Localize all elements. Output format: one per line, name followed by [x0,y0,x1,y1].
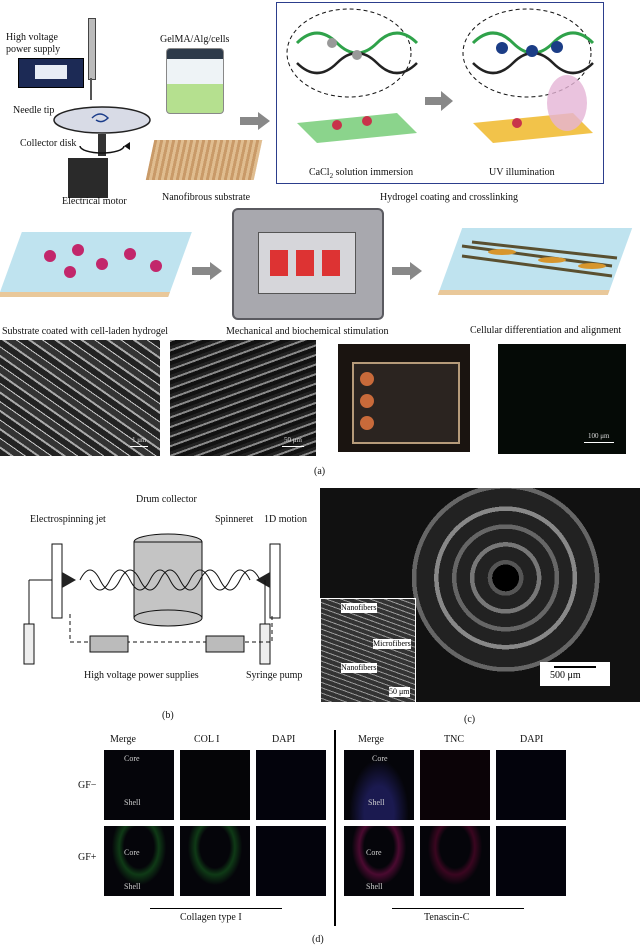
hv-supplies-label: High voltage power supplies [84,670,199,681]
row-label-gf-minus: GF− [78,780,97,791]
group-label-tenascin: Tenascin-C [424,912,470,923]
cacl2-label: CaCl2 solution immersion [309,167,414,180]
arrow-right-icon [192,262,222,280]
fluo-merge-col1-gfplus: Core Shell [104,826,174,896]
scale-label-1um: 1 μm [132,436,147,444]
collector-disk-diagram [53,106,151,198]
drum-label: Drum collector [136,494,197,505]
caption-d: (d) [312,934,324,945]
sem-nanofiber-image: 1 μm [0,340,160,456]
inset-scale-label: 50 μm [389,687,410,697]
scale-label-50um: 50 μm [284,436,302,444]
header-merge-left: Merge [110,734,136,745]
divider [334,730,336,926]
fluo-col1-gfplus [180,826,250,896]
header-tnc: TNC [444,734,464,745]
motor-label: Electrical motor [62,196,127,207]
header-dapi-left: DAPI [272,734,296,745]
hv-power-supply-box [18,58,84,88]
arrow-right-icon [240,112,270,130]
syringe-icon [88,18,96,80]
collector-disk-label: Collector disk [20,138,77,149]
differentiation-label: Cellular differentiation and alignment [470,325,622,336]
sem-hydrogel-image: 50 μm [170,340,316,456]
uv-label: UV illumination [489,167,555,178]
scale-box: 500 μm [540,662,610,686]
motion-label: 1D motion [264,514,308,525]
stimulation-label: Mechanical and biochemical stimulation [226,326,389,337]
header-col-i: COL I [194,734,220,745]
bioreactor-device [232,208,384,320]
fluo-dapi2-gfminus [496,750,566,820]
core-label: Core [124,848,140,857]
hydrogel-coating-box: CaCl2 solution immersion UV illumination [276,2,604,184]
core-label: Core [372,754,388,763]
jet-label: Electrospinning jet [30,514,106,525]
nanofibrous-substrate [145,140,263,180]
fluo-dapi2-gfplus [496,826,566,896]
fluo-merge-col1-gfminus: Core Shell [104,750,174,820]
shell-label: Shell [124,798,141,807]
fluo-dapi1-gfminus [256,750,326,820]
needle-tip-label: Needle tip [13,105,55,116]
electrospinning-setup-diagram [23,533,281,665]
caption-a: (a) [314,466,326,477]
fluo-tnc-gfminus [420,750,490,820]
caption-b: (b) [162,710,174,721]
shell-label: Shell [368,798,385,807]
header-dapi-right: DAPI [520,734,544,745]
gelma-label: GelMA/Alg/cells [160,34,230,45]
group-line-left [150,908,282,909]
fluo-tnc-gfplus [420,826,490,896]
inset-nanofibers-label-1: Nanofibers [341,603,377,613]
sem-spiral-image: Nanofibers Microfibers Nanofibers 50 μm … [320,488,640,702]
caption-c: (c) [464,714,476,725]
sem-inset: Nanofibers Microfibers Nanofibers 50 μm [320,598,416,702]
shell-label: Shell [124,882,141,891]
scale-label-100um: 100 μm [588,432,610,440]
coating-label: Hydrogel coating and crosslinking [380,192,519,203]
scale-500um-label: 500 μm [550,670,581,681]
arrow-right-icon [392,262,422,280]
hv-supply-label: High voltage power supply [6,32,61,55]
spinneret-label: Spinneret [215,514,254,525]
fluo-merge-tnc-gfminus: Core Shell [344,750,414,820]
inset-microfibers-label: Microfibers [373,639,411,649]
fluo-col1-gfminus [180,750,250,820]
group-line-right [392,908,524,909]
core-label: Core [124,754,140,763]
fluo-merge-tnc-gfplus: Core Shell [344,826,414,896]
gelma-vial [166,48,224,114]
substrate-coated-label: Substrate coated with cell-laden hydroge… [2,326,169,337]
nanofibrous-label: Nanofibrous substrate [162,192,251,203]
header-merge-right: Merge [358,734,384,745]
group-label-collagen: Collagen type I [180,912,242,923]
bioreactor-photo [338,344,470,452]
inset-nanofibers-label-2: Nanofibers [341,663,377,673]
syringe-pump-label: Syringe pump [246,670,303,681]
shell-label: Shell [366,882,383,891]
row-label-gf-plus: GF+ [78,852,97,863]
fluo-dapi1-gfplus [256,826,326,896]
fluorescence-alignment-image: 100 μm [498,344,626,454]
core-label: Core [366,848,382,857]
